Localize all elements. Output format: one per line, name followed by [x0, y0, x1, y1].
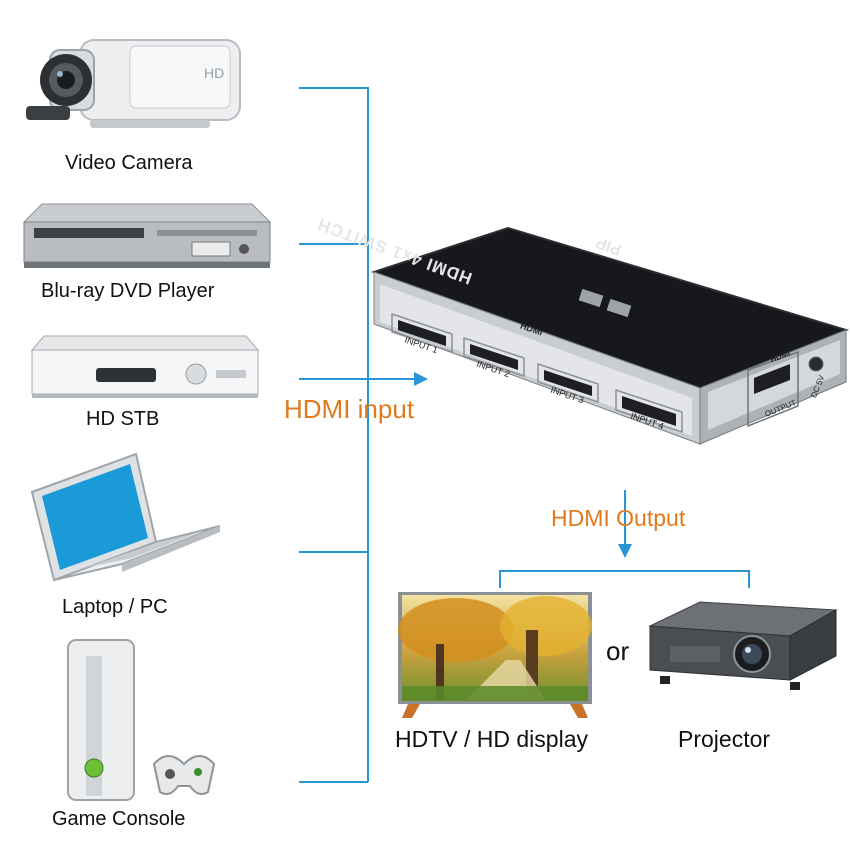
input-stub-1: [299, 87, 368, 89]
video-camera-icon: HD: [26, 39, 241, 128]
device-label-projector: Projector: [678, 726, 771, 752]
input-bus-line: [367, 87, 369, 782]
output-arrowhead: [618, 544, 632, 558]
or-connector: or: [606, 636, 630, 666]
hdmi-switch-device: [370, 226, 850, 445]
device-label-game-console: Game Console: [52, 808, 186, 830]
output-stub-tv: [499, 570, 501, 588]
input-stub-2: [299, 243, 368, 245]
hdtv-icon: [398, 592, 592, 718]
hdmi-input-caption: HDMI input: [284, 394, 415, 424]
svg-text:HD: HD: [204, 65, 224, 81]
device-label-laptop: Laptop / PC: [62, 596, 168, 618]
device-label-bluray: Blu-ray DVD Player: [41, 280, 215, 302]
input-arrowhead: [414, 372, 428, 386]
game-console-icon: [67, 639, 216, 801]
device-label-hd-stb: HD STB: [86, 408, 160, 430]
output-stub-projector: [748, 570, 750, 588]
hd-stb-icon: [30, 335, 260, 398]
output-down-line: [624, 490, 626, 546]
input-stub-3: [299, 378, 368, 380]
input-arrow-line: [368, 378, 418, 380]
output-split-line: [499, 570, 750, 572]
input-stub-4: [299, 551, 368, 553]
input-stub-5: [299, 781, 368, 783]
bluray-player-icon: [22, 203, 272, 268]
hdmi-output-caption: HDMI Output: [551, 505, 686, 531]
laptop-icon: [30, 452, 221, 582]
device-label-hdtv: HDTV / HD display: [395, 726, 588, 752]
projector-icon: [648, 601, 838, 690]
device-label-video-camera: Video Camera: [65, 152, 193, 174]
